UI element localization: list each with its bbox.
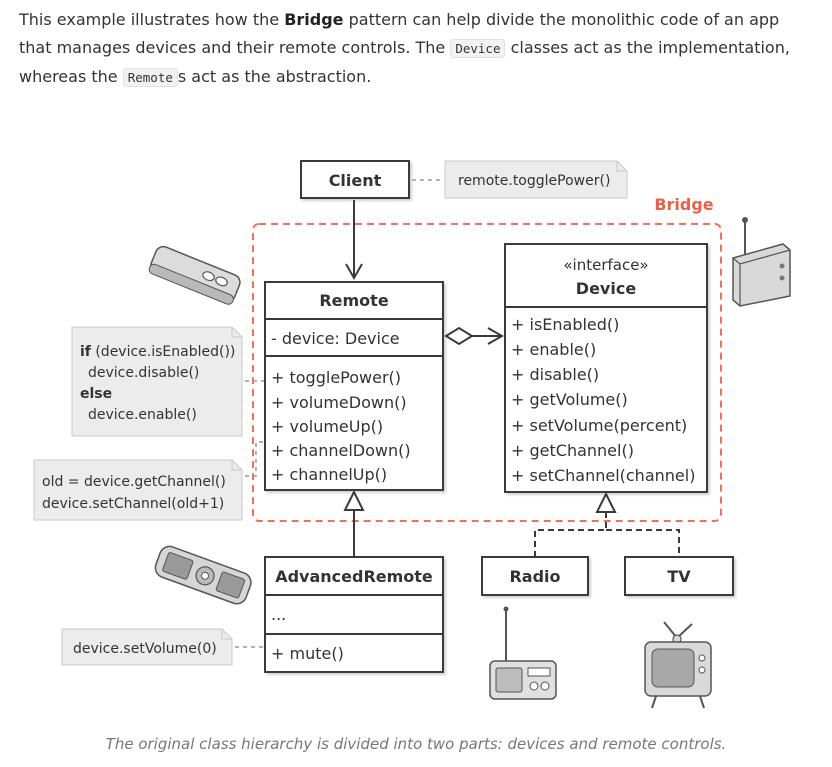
toggle-power-note <box>71 326 243 437</box>
remote-method: + channelDown() <box>271 441 411 460</box>
realization-arrowhead <box>595 491 617 513</box>
else-keyword: else <box>80 386 112 402</box>
client-note <box>444 160 628 199</box>
remote-field: - device: Device <box>271 329 400 348</box>
aggregation-arrowhead <box>487 327 505 345</box>
client-note-text: remote.togglePower() <box>458 173 610 189</box>
diagram-caption: The original class hierarchy is divided … <box>105 735 727 753</box>
tv-title: TV <box>667 567 691 586</box>
intro-bridge-term: Bridge <box>284 10 344 29</box>
remote-title: Remote <box>319 291 388 310</box>
client-title: Client <box>329 171 382 190</box>
power-note-line2: device.disable() <box>88 365 199 381</box>
mute-note-text: device.setVolume(0) <box>73 641 217 657</box>
radio-class <box>481 556 589 596</box>
remote-method: + channelUp() <box>271 465 387 484</box>
bridge-label: Bridge <box>654 195 713 214</box>
advanced-remote-class <box>264 556 444 673</box>
device-box-illustration <box>732 217 791 307</box>
remote-method: + togglePower() <box>271 368 401 387</box>
device-title: Device <box>576 279 637 298</box>
device-method: + disable() <box>511 365 599 384</box>
inheritance-arrowhead <box>343 489 365 511</box>
intro-text: pattern can help divide the monolithic c… <box>19 10 780 57</box>
radio-illustration <box>489 606 557 700</box>
if-keyword: if <box>80 344 92 360</box>
aggregation-diamond <box>444 326 474 346</box>
channel-note-line1: old = device.getChannel() <box>42 474 226 490</box>
bridge-region <box>252 223 722 522</box>
radio-realization <box>534 512 607 557</box>
remote-method: + volumeDown() <box>271 393 407 412</box>
intro-text: This example illustrates how the <box>19 10 285 29</box>
advanced-remote-field: ... <box>271 605 286 624</box>
intro-remote-code: Remote <box>122 68 178 87</box>
remote-method: + volumeUp() <box>271 417 383 436</box>
advanced-remote-method: + mute() <box>271 644 344 663</box>
intro-device-code: Device <box>450 39 506 58</box>
power-note-line1: if (device.isEnabled()) <box>80 344 235 360</box>
bridge-class-diagram: Bridge Client remote.togglePower() Remot… <box>33 160 791 709</box>
advanced-remote-illustration <box>154 545 252 605</box>
intro-paragraph: This example illustrates how the Bridge … <box>19 6 809 92</box>
intro-text: s act as the abstraction. <box>177 67 372 86</box>
client-class <box>300 160 410 199</box>
device-method: + isEnabled() <box>511 315 619 334</box>
advanced-remote-title: AdvancedRemote <box>275 567 433 586</box>
remote-class <box>264 281 444 491</box>
if-condition: (device.isEnabled()) <box>91 344 236 360</box>
tv-illustration <box>644 621 712 709</box>
remote-control-illustration <box>148 245 241 305</box>
device-method: + setVolume(percent) <box>511 416 687 435</box>
channel-note-connector <box>245 441 264 477</box>
association-arrowhead <box>345 263 363 281</box>
channel-up-note <box>33 459 243 521</box>
mute-note <box>61 628 233 666</box>
channel-note-line2: device.setChannel(old+1) <box>42 496 224 512</box>
radio-title: Radio <box>509 567 560 586</box>
device-method: + setChannel(channel) <box>511 466 695 485</box>
device-method: + getChannel() <box>511 441 634 460</box>
tv-class <box>624 556 734 596</box>
tv-realization <box>606 529 680 557</box>
device-stereotype: «interface» <box>563 256 648 274</box>
device-method: + enable() <box>511 340 596 359</box>
intro-text: classes act as the implementation, where… <box>19 38 790 86</box>
device-method: + getVolume() <box>511 390 628 409</box>
power-note-line4: device.enable() <box>88 407 197 423</box>
